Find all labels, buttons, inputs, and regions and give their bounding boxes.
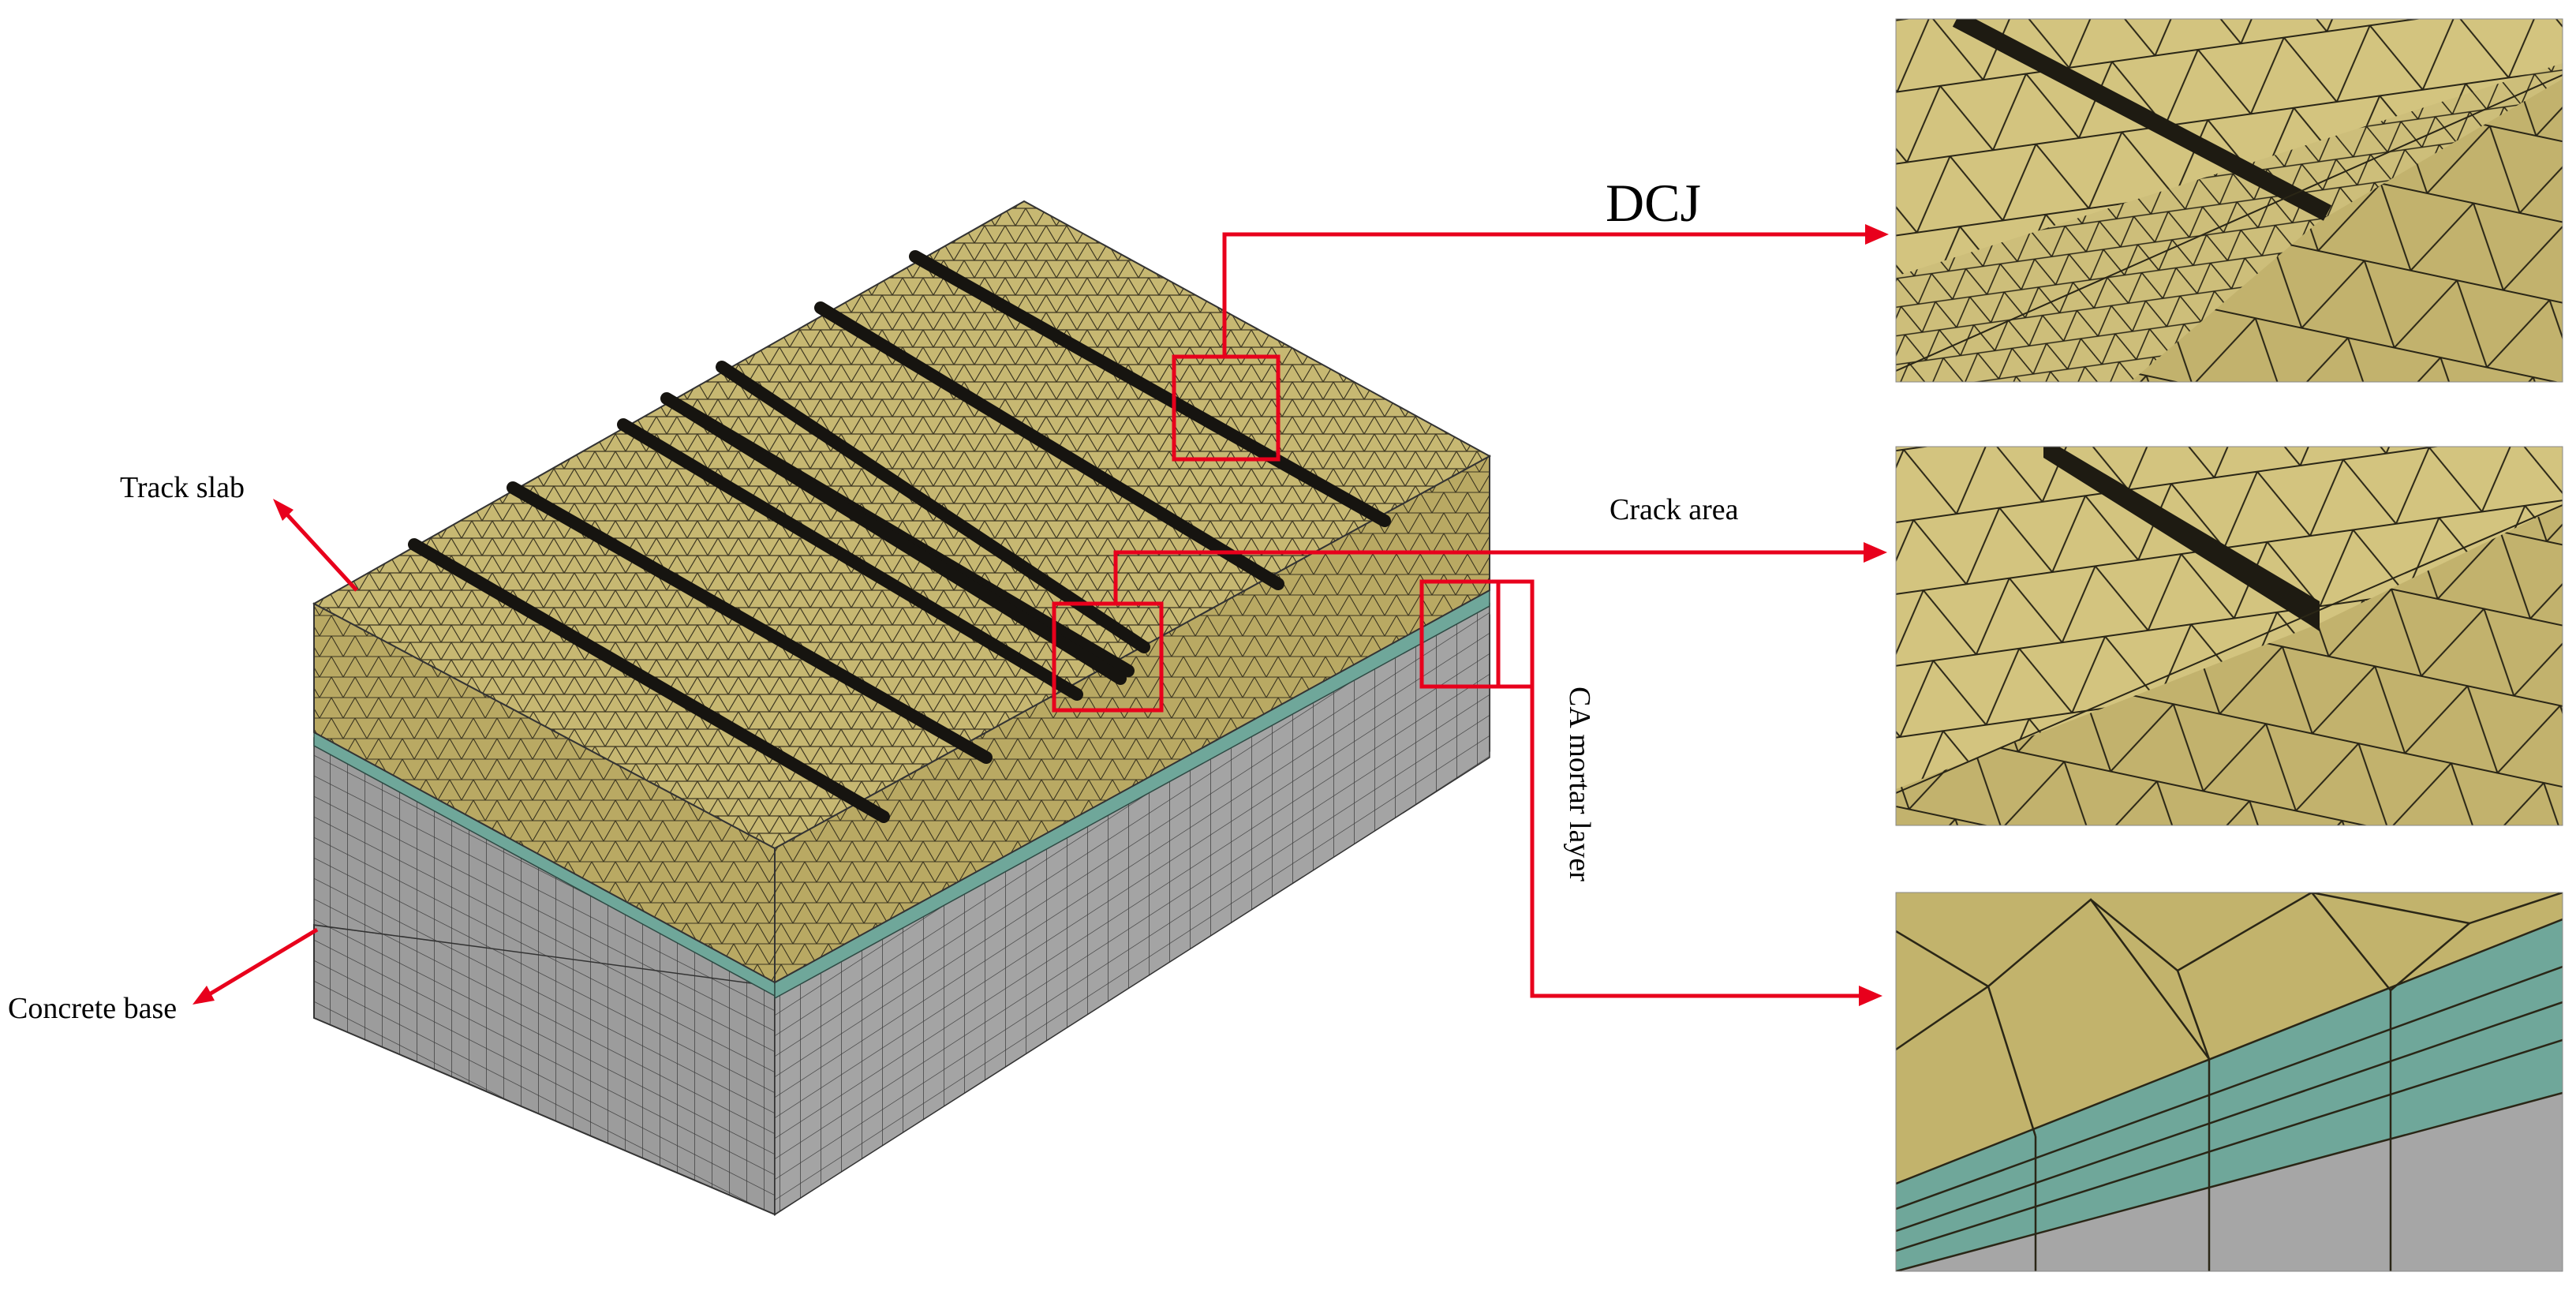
ca-mortar-leader <box>1498 579 1864 998</box>
dcj-joint <box>1952 19 2332 221</box>
callouts <box>205 232 1871 998</box>
arrowheads <box>193 224 1889 1006</box>
dcj-side-face <box>2130 79 2563 382</box>
crack-line <box>716 361 1150 653</box>
track-slab-top-face <box>312 200 1492 850</box>
dcj-label: DCJ <box>1606 173 1701 233</box>
zoom-panel-crack-frame <box>1895 446 2563 826</box>
crack-line <box>814 301 1284 590</box>
concrete-base-label: Concrete base <box>8 992 177 1025</box>
mortar-band <box>1896 919 2563 1271</box>
zoom-panel-crack <box>1896 447 2563 825</box>
concrete-base-arrow <box>205 927 319 998</box>
crack-line <box>617 418 1083 701</box>
zoom-panel-ca-mortar <box>1896 892 2563 1271</box>
track-slab-arrow <box>284 511 358 592</box>
zoom-panel-dcj <box>1896 19 2563 382</box>
main-model <box>312 200 1492 1216</box>
crack-line <box>408 538 890 823</box>
track-slab-label: Track slab <box>120 471 245 504</box>
slab-band <box>1896 892 2563 1184</box>
ca-mortar-arrowhead <box>1859 986 1882 1006</box>
ca-mortar-callout-box <box>1419 579 1501 689</box>
crack-arrowhead <box>1864 542 1887 563</box>
track-slab-arrowhead <box>273 499 293 521</box>
zoom-panel-dcj-frame <box>1895 18 2563 383</box>
crack-callout-box <box>1052 601 1164 713</box>
ca-mortar-label: CA mortar layer <box>1563 687 1596 881</box>
crack-side-face <box>1896 505 2563 825</box>
crack-line <box>680 404 1127 685</box>
crack-line <box>909 250 1391 527</box>
dcj-arrowhead <box>1865 224 1889 245</box>
crack-lines <box>408 250 1391 823</box>
zoom-panel-ca-mortar-frame <box>1895 892 2563 1272</box>
crack-area-label: Crack area <box>1610 493 1739 526</box>
dcj-leader <box>1222 232 1871 357</box>
concrete-base-arrowhead <box>193 986 215 1005</box>
crack-line <box>507 481 993 764</box>
crack-slot <box>2043 447 2320 631</box>
crack-leader <box>1113 550 1868 604</box>
